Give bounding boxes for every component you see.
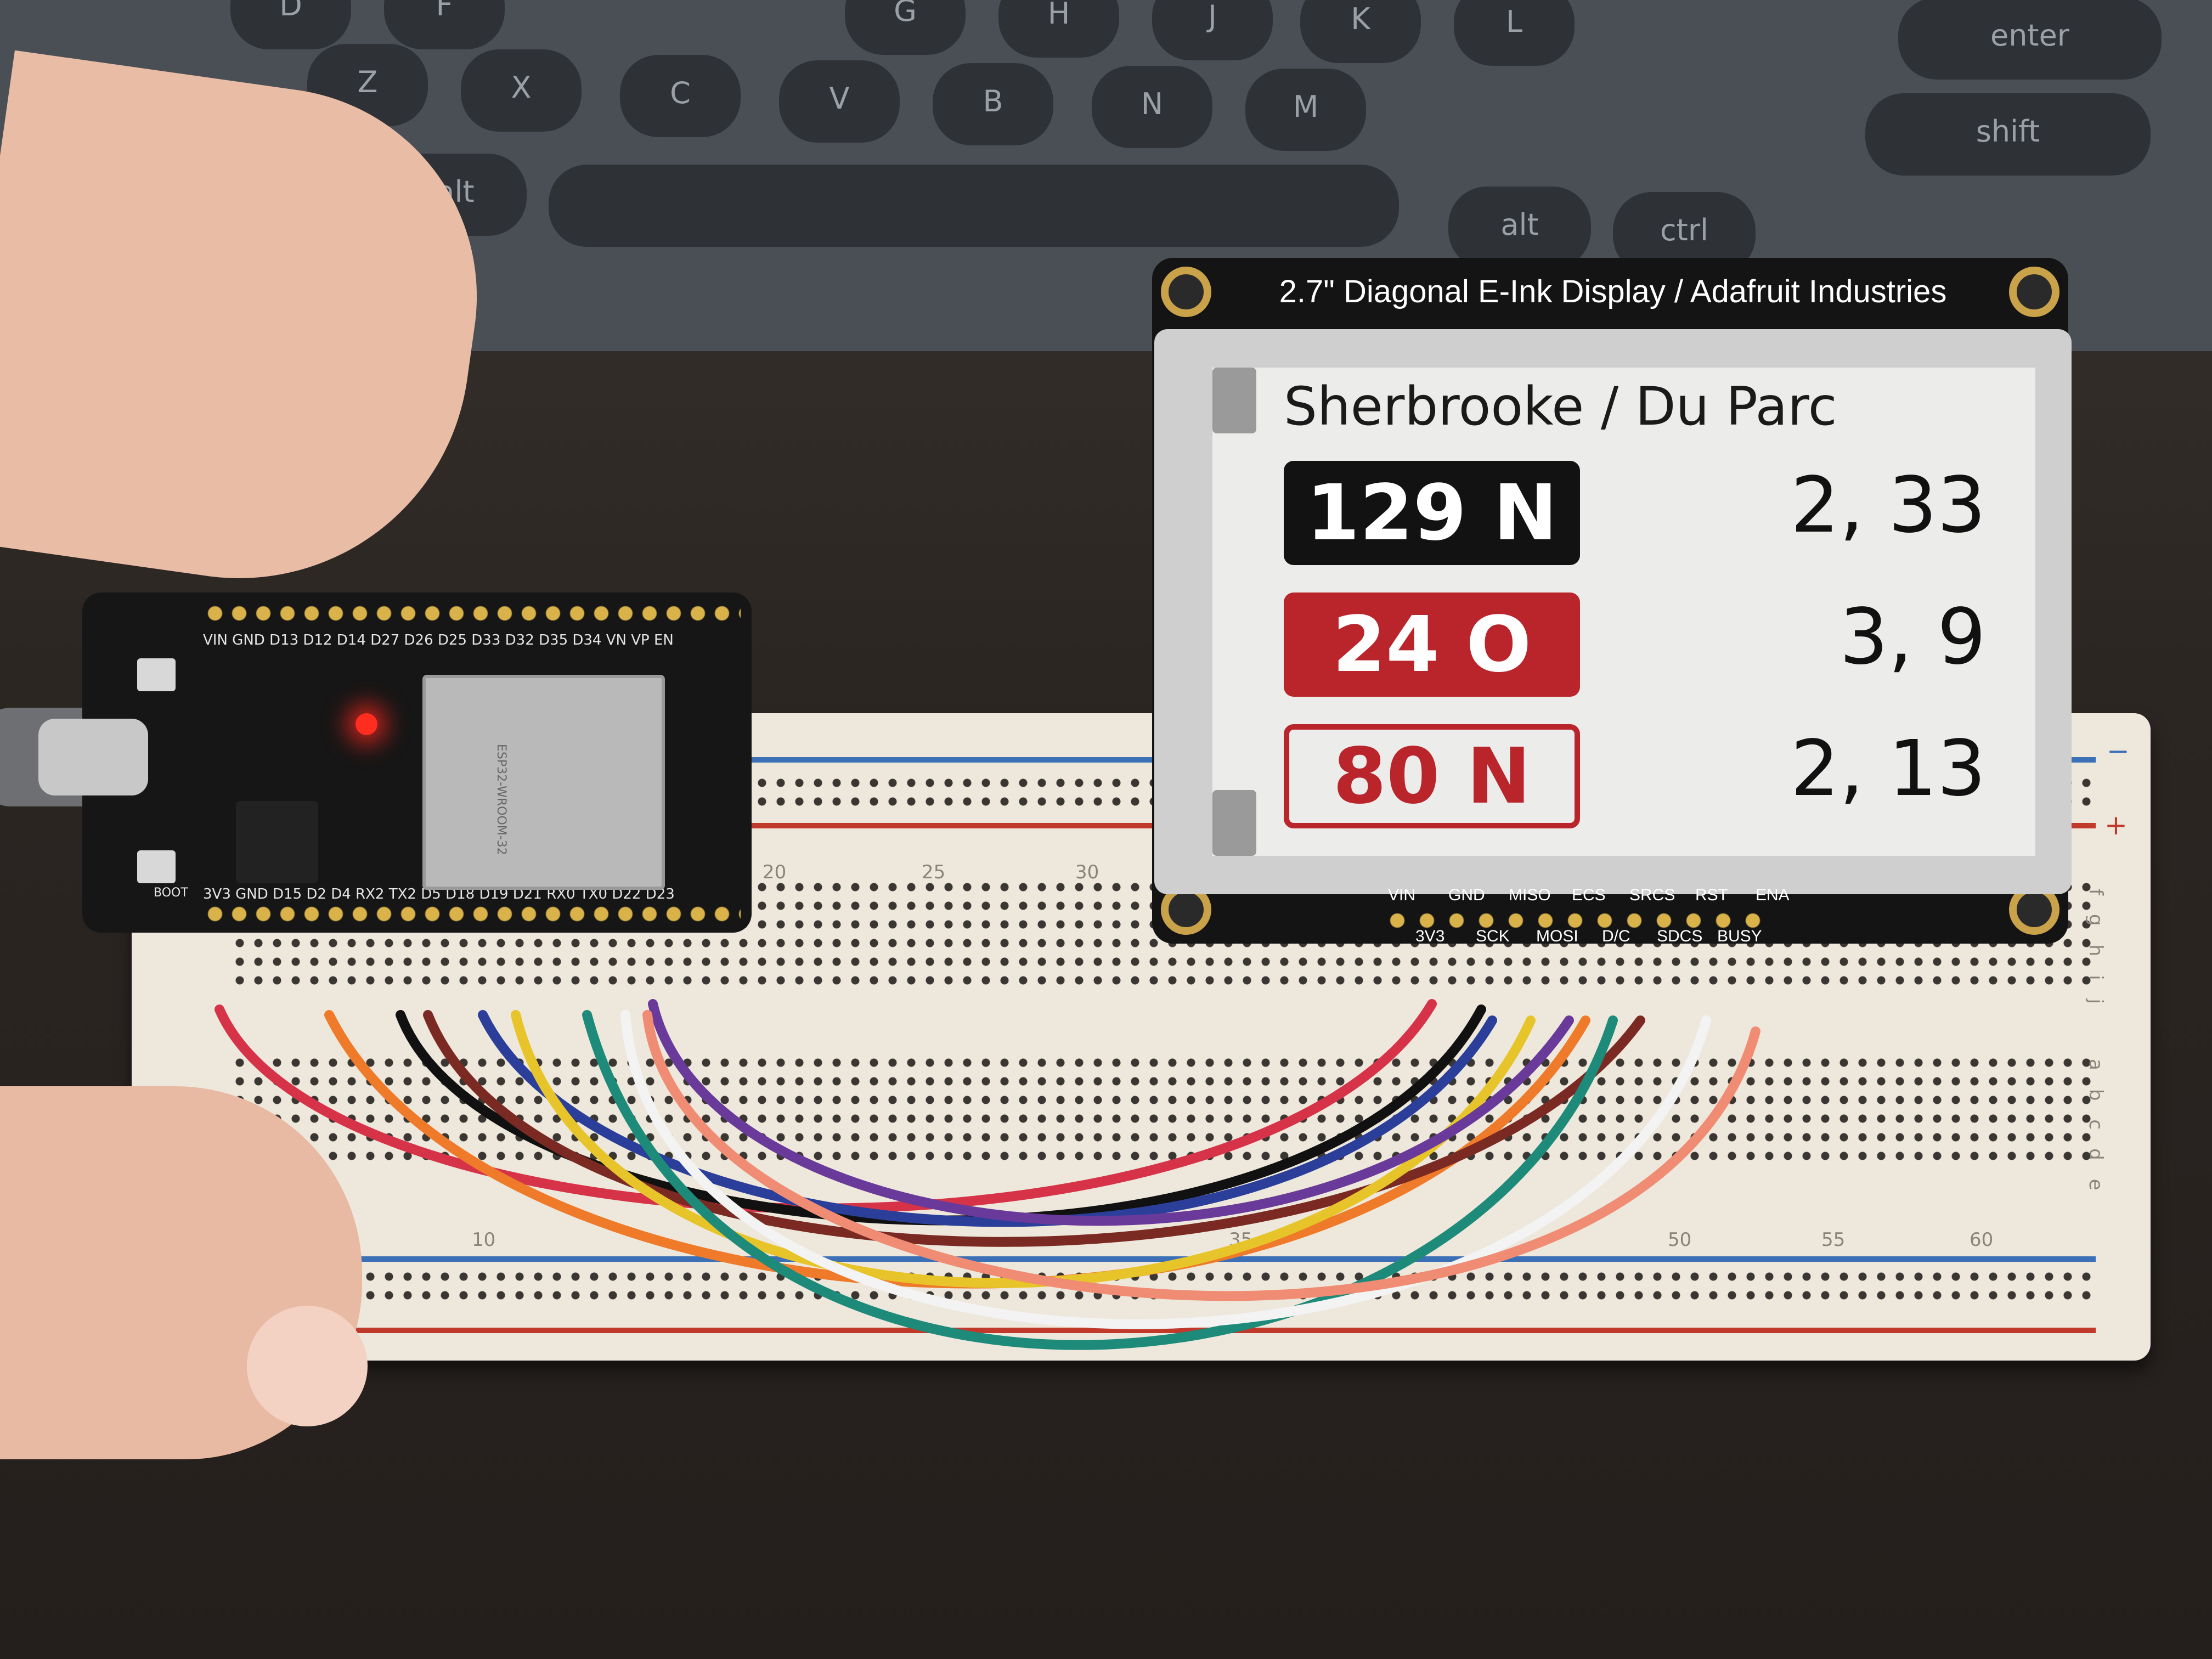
wire-salmon[interactable]	[642, 1010, 1760, 1301]
key-b[interactable]: B	[933, 63, 1053, 145]
key-c[interactable]: C	[620, 55, 741, 137]
pin-label: BUSY	[1717, 927, 1762, 945]
pin-label: ECS	[1572, 886, 1606, 904]
wifi-module: ESP32-WROOM-32	[422, 675, 665, 890]
wire-blue[interactable]	[478, 1010, 1497, 1227]
route-times: 2, 33	[1790, 461, 1986, 550]
wire-white[interactable]	[620, 1010, 1711, 1329]
key-h[interactable]: H	[998, 0, 1119, 58]
screen-corner-tab	[1212, 368, 1256, 433]
pin-label: MISO	[1509, 886, 1551, 904]
display-header: 2.7" Diagonal E-Ink Display / Adafruit I…	[1279, 274, 1947, 309]
wire-purple[interactable]	[648, 999, 1574, 1226]
key-label: H	[1047, 0, 1070, 31]
pin-label: ENA	[1756, 886, 1790, 904]
column-number: 25	[922, 861, 946, 883]
key-x[interactable]: X	[461, 49, 582, 132]
module-label: ESP32-WROOM-32	[494, 744, 508, 855]
eink-screen: Sherbrooke / Du Parc 129 N 2, 33 24 O 3,…	[1212, 368, 2035, 856]
key-label: F	[436, 0, 453, 22]
key-label: N	[1141, 87, 1164, 121]
power-rail-holes-bottom	[230, 1267, 2096, 1306]
key-space[interactable]	[549, 165, 1399, 247]
pin-label: VIN	[1388, 886, 1416, 904]
key-label: C	[670, 76, 691, 110]
screen-corner-tab	[1212, 790, 1256, 856]
key-label: Z	[357, 65, 378, 99]
pin-label: SDCS	[1657, 927, 1703, 945]
key-label: M	[1293, 89, 1319, 124]
column-number: 10	[472, 1229, 496, 1251]
boot-label: BOOT	[154, 886, 188, 900]
key-alt-right[interactable]: alt	[1448, 187, 1591, 269]
power-rail-red-bottom	[230, 1328, 2096, 1333]
key-label: D	[279, 0, 302, 22]
key-label: ctrl	[1660, 213, 1709, 247]
key-shift[interactable]: shift	[1865, 93, 2151, 176]
pin-label: SCK	[1476, 927, 1510, 945]
row-letters: fghij	[2085, 889, 2107, 1023]
key-k[interactable]: K	[1300, 0, 1421, 63]
power-rail-blue-bottom	[230, 1256, 2096, 1262]
key-label: L	[1505, 4, 1523, 39]
pin-label: RST	[1695, 886, 1728, 904]
key-label: alt	[1500, 207, 1539, 242]
route-times: 2, 13	[1790, 724, 1986, 814]
bottom-header-pins	[203, 904, 741, 924]
rail-plus: +	[2104, 809, 2128, 841]
reset-button[interactable]	[137, 658, 176, 691]
pin-label: SRCS	[1629, 886, 1675, 904]
pin-label: 3V3	[1415, 927, 1445, 945]
key-g[interactable]: G	[845, 0, 966, 55]
top-header-pins	[203, 603, 741, 623]
stop-name: Sherbrooke / Du Parc	[1284, 376, 1837, 437]
route-badge-outline: 80 N	[1284, 724, 1580, 828]
route-badge-red: 24 O	[1284, 592, 1580, 697]
top-pin-labels: VIN GND D13 D12 D14 D27 D26 D25 D33 D32 …	[203, 632, 674, 648]
key-label: V	[829, 81, 850, 116]
key-d[interactable]: D	[230, 0, 351, 49]
column-number: 60	[1970, 1229, 1994, 1251]
wire-yellow[interactable]	[511, 1010, 1536, 1288]
key-j[interactable]: J	[1152, 0, 1273, 60]
wire-brown[interactable]	[423, 1010, 1645, 1247]
thumbnail	[247, 1306, 368, 1426]
boot-button[interactable]	[137, 850, 176, 883]
usb-uart-chip	[236, 801, 318, 883]
column-number: 20	[763, 861, 787, 883]
key-l[interactable]: L	[1454, 0, 1575, 66]
usb-c-port	[38, 719, 148, 795]
pin-label: MOSI	[1536, 927, 1578, 945]
route-badge-black: 129 N	[1284, 461, 1580, 565]
pin-label: D/C	[1602, 927, 1630, 945]
rail-minus: −	[2107, 735, 2130, 767]
column-number: 50	[1668, 1229, 1692, 1251]
key-label: G	[894, 0, 917, 28]
key-label: B	[983, 84, 1003, 119]
display-header-pins	[1383, 911, 1767, 930]
key-m[interactable]: M	[1245, 69, 1366, 151]
row-letters: abcde	[2085, 1059, 2107, 1209]
route-times: 3, 9	[1839, 592, 1986, 682]
key-label: shift	[1976, 114, 2040, 149]
key-label: X	[511, 70, 532, 105]
column-number: 30	[1075, 861, 1099, 883]
key-label: J	[1208, 0, 1217, 33]
pin-label: GND	[1448, 886, 1485, 904]
key-n[interactable]: N	[1092, 66, 1212, 148]
key-f[interactable]: F	[384, 0, 505, 49]
mounting-hole	[1161, 267, 1211, 317]
key-enter[interactable]: enter	[1898, 0, 2162, 80]
wire-teal[interactable]	[582, 1010, 1618, 1350]
mounting-hole	[2009, 267, 2059, 317]
key-v[interactable]: V	[779, 60, 900, 143]
power-led	[356, 713, 377, 735]
key-label: K	[1351, 2, 1370, 36]
column-number: 55	[1821, 1229, 1846, 1251]
key-label: enter	[1990, 18, 2070, 53]
